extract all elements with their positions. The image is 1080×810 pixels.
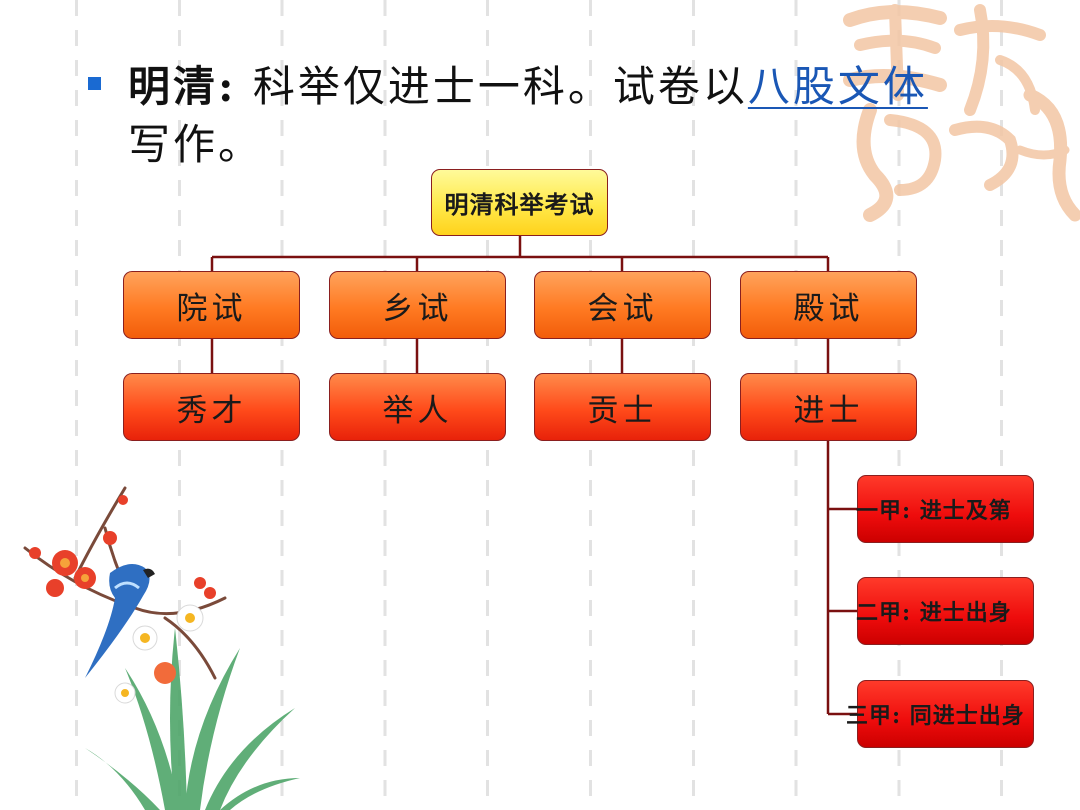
square-bullet-icon xyxy=(88,77,101,90)
title-label: 秀才 xyxy=(176,392,247,429)
exam-label: 会试 xyxy=(587,290,658,327)
title-label: 贡士 xyxy=(587,392,658,429)
calligraphy-watermark-icon xyxy=(843,4,1080,222)
bullet-label: 明清: xyxy=(128,62,237,111)
exam-node: 会试 xyxy=(534,271,711,339)
exam-label: 乡试 xyxy=(382,290,453,327)
bullet-text-before-link: 科举仅进士一科。试卷以 xyxy=(252,62,748,111)
exam-node: 乡试 xyxy=(329,271,506,339)
bullet-text: 明清: 科举仅进士一科。试卷以八股文体写作。 xyxy=(128,58,1008,174)
exam-label: 院试 xyxy=(176,290,247,327)
title-label: 进士 xyxy=(793,392,864,429)
root-node: 明清科举考试 xyxy=(431,169,608,236)
title-node: 贡士 xyxy=(534,373,711,441)
title-label: 举人 xyxy=(382,392,453,429)
exam-label: 殿试 xyxy=(793,290,864,327)
bullet-text-after-link: 写作。 xyxy=(128,120,264,169)
exam-node: 院试 xyxy=(123,271,300,339)
rank-label: 三甲: 同进士出身 xyxy=(846,703,1025,729)
rank-node: 三甲: 同进士出身 xyxy=(846,680,1034,748)
title-node: 秀才 xyxy=(123,373,300,441)
rank-label: 一甲: 进士及第 xyxy=(856,498,1012,524)
rank-node: 一甲: 进士及第 xyxy=(856,475,1034,543)
rank-node: 二甲: 进士出身 xyxy=(856,577,1034,645)
plum-blossom-bird-illustration xyxy=(23,486,300,810)
exam-node: 殿试 xyxy=(740,271,917,339)
title-node: 进士 xyxy=(740,373,917,441)
title-node: 举人 xyxy=(329,373,506,441)
root-label: 明清科举考试 xyxy=(444,190,595,219)
rank-label: 二甲: 进士出身 xyxy=(856,600,1012,626)
bagu-wenti-link[interactable]: 八股文体 xyxy=(747,62,928,111)
